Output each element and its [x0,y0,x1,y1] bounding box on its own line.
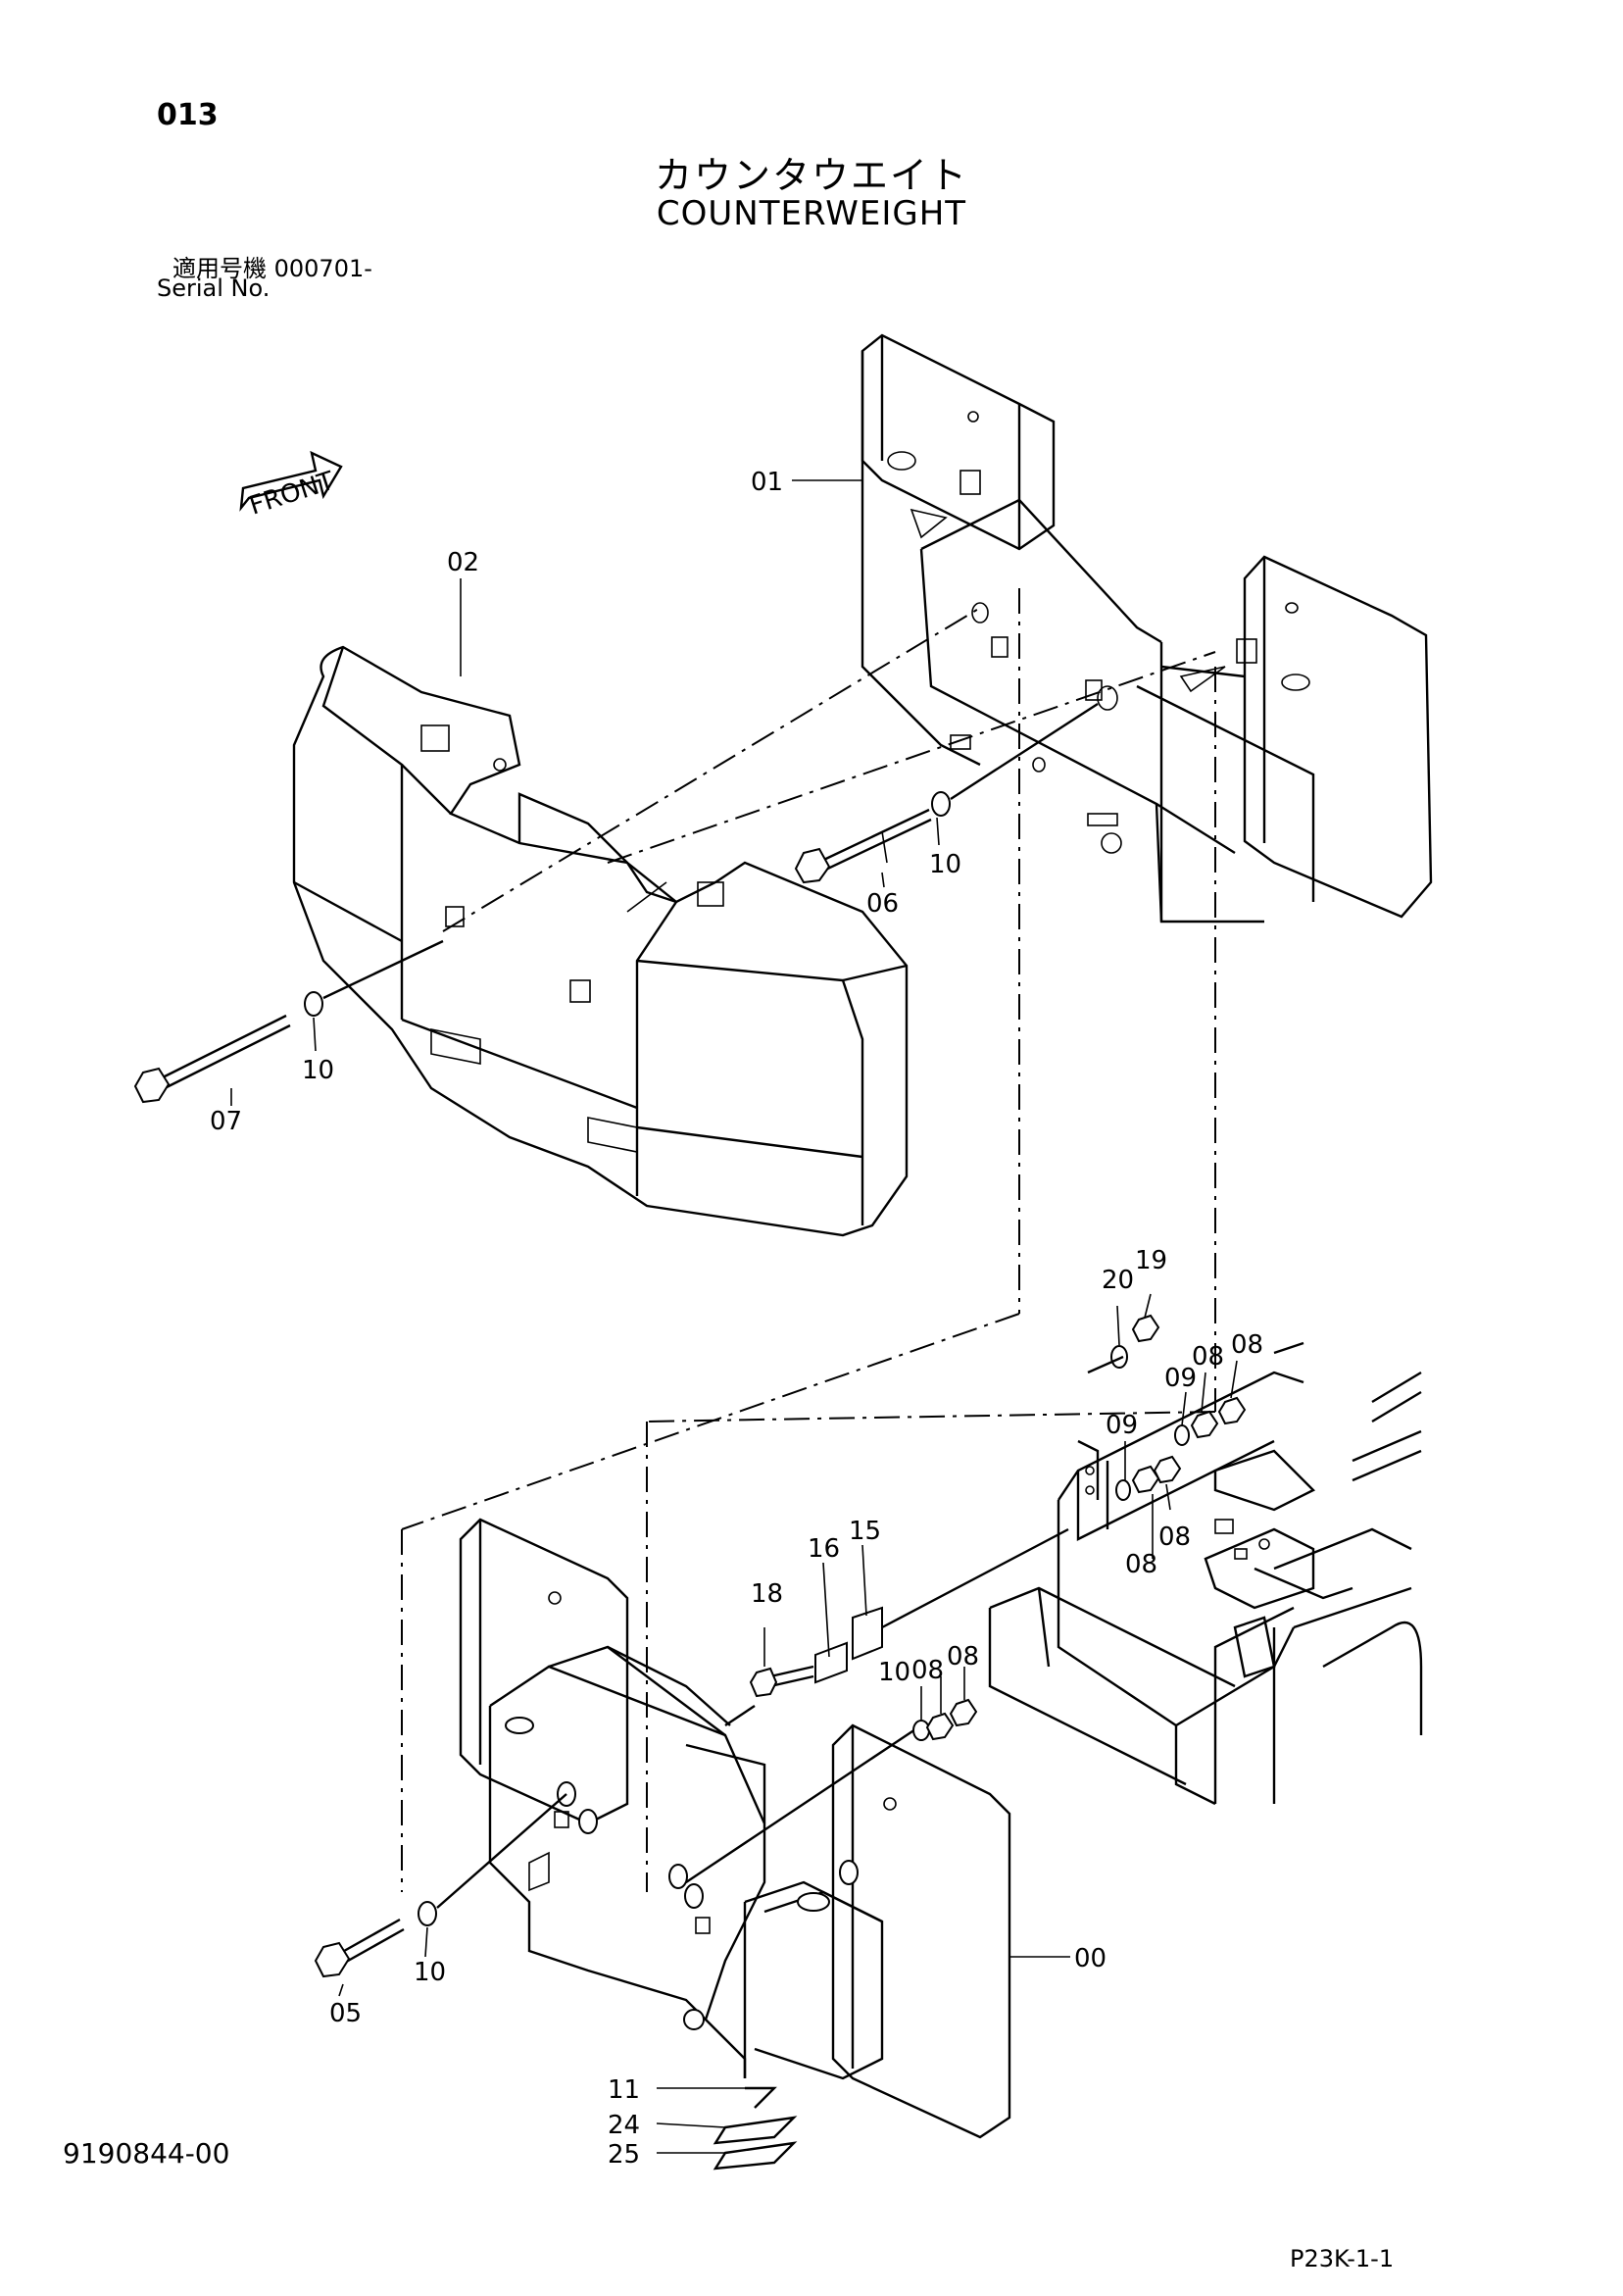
callout-09-lower: 09 [1106,1411,1138,1440]
callout-08-upper-a: 08 [1192,1342,1224,1372]
nut-part-08-lower-b [949,1698,978,1727]
counterweight-part-01 [861,333,1433,923]
callout-01: 01 [751,468,783,497]
serial-number-label: Serial No. [157,275,270,302]
callout-07: 07 [210,1107,242,1136]
callout-24: 24 [608,2111,640,2140]
nut-part-08-a [1190,1410,1219,1439]
callout-09-upper: 09 [1164,1364,1197,1393]
title-japanese: カウンタウエイト [654,154,968,197]
callout-10-lower: 10 [414,1958,446,1987]
bolt-part-06 [794,808,932,884]
bolt-part-05 [314,1918,405,1978]
callout-10-mid: 10 [878,1658,910,1687]
decal-part-11 [745,2086,777,2109]
decal-part-24 [713,2116,798,2145]
reference-code: P23K-1-1 [1290,2245,1395,2272]
machine-frame [988,1341,1423,1806]
nut-part-08-c [1131,1465,1160,1494]
callout-25: 25 [608,2140,640,2170]
washer-part-20 [1110,1345,1128,1369]
washer-part-10-lower [418,1901,437,1926]
nut-part-08-b [1217,1396,1247,1425]
callout-20: 20 [1102,1266,1134,1295]
washer-part-10-left [304,991,323,1017]
front-arrow-icon: FRONT [239,450,343,522]
callout-08-mid-b: 08 [1125,1550,1157,1579]
nut-part-08-d [1153,1455,1182,1484]
callout-15: 15 [849,1517,881,1546]
callout-08-upper-b: 08 [1231,1330,1263,1360]
bolt-part-07 [133,1014,291,1104]
callout-10-upper: 10 [929,850,961,879]
callout-11: 11 [608,2075,640,2105]
washer-part-10-mid [912,1720,930,1741]
callout-19: 19 [1135,1246,1167,1275]
nut-part-08-lower-a [925,1712,955,1741]
serial-range-japanese: 適用号機 000701- [172,255,372,282]
leader-lines [230,479,1238,2154]
plate-part-16 [814,1641,848,1684]
plate-part-15 [852,1606,883,1661]
front-arrow-label: FRONT [246,467,338,522]
callout-02: 02 [447,548,479,577]
callout-00: 00 [1074,1944,1107,1973]
callout-05: 05 [329,1999,362,2028]
callout-08-lower-a: 08 [911,1656,944,1685]
counterweight-part-00 [459,1518,1011,2139]
callout-06: 06 [866,889,899,919]
decal-part-25 [713,2141,798,2171]
nut-part-19 [1131,1314,1160,1343]
washer-part-09-b [1115,1479,1131,1501]
washer-part-10-upper [931,791,951,817]
callout-08-mid-a: 08 [1158,1522,1191,1552]
washer-part-09-a [1174,1424,1190,1446]
bolt-part-18 [749,1665,814,1698]
callout-16: 16 [808,1534,840,1564]
callout-18: 18 [751,1579,783,1609]
page-number: 013 [157,98,219,132]
callout-08-lower-b: 08 [947,1642,979,1672]
counterweight-part-02 [292,645,909,1237]
document-number: 9190844-00 [63,2137,230,2170]
callout-10-left: 10 [302,1056,334,1085]
title-english: COUNTERWEIGHT [656,194,967,233]
